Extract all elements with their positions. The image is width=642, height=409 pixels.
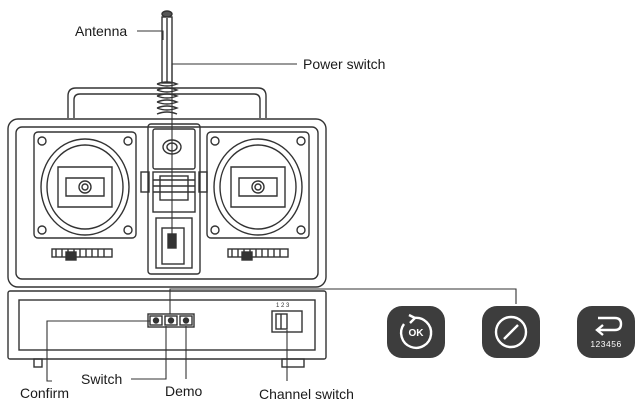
ok-icon-text: OK <box>409 328 425 339</box>
confirm-label: Confirm <box>20 385 70 401</box>
right-stick-gimbal <box>206 131 310 261</box>
left-stick-gimbal <box>33 131 137 261</box>
return-button-icon: 123456 <box>577 306 635 358</box>
power-switch-label: Power switch <box>303 56 386 72</box>
channel-switch-block: 1 2 3 <box>271 303 303 333</box>
ok-button-icon: OK <box>387 306 445 358</box>
channel-switch-label: Channel switch <box>259 386 354 402</box>
svg-text:1 2 3: 1 2 3 <box>276 303 290 309</box>
demo-label: Demo <box>165 383 203 399</box>
controller-body-upper <box>7 118 327 288</box>
controller-body-lower <box>7 290 327 368</box>
slash-button-icon <box>482 306 540 358</box>
confirm-switch-demo-buttons <box>147 313 195 328</box>
switch-label: Switch <box>81 371 123 387</box>
return-icon-digits: 123456 <box>590 339 622 349</box>
antenna-label: Antenna <box>75 23 128 39</box>
center-panel <box>140 123 208 275</box>
antenna <box>156 10 179 115</box>
carry-handle <box>67 87 267 118</box>
leader-lines <box>46 30 517 382</box>
